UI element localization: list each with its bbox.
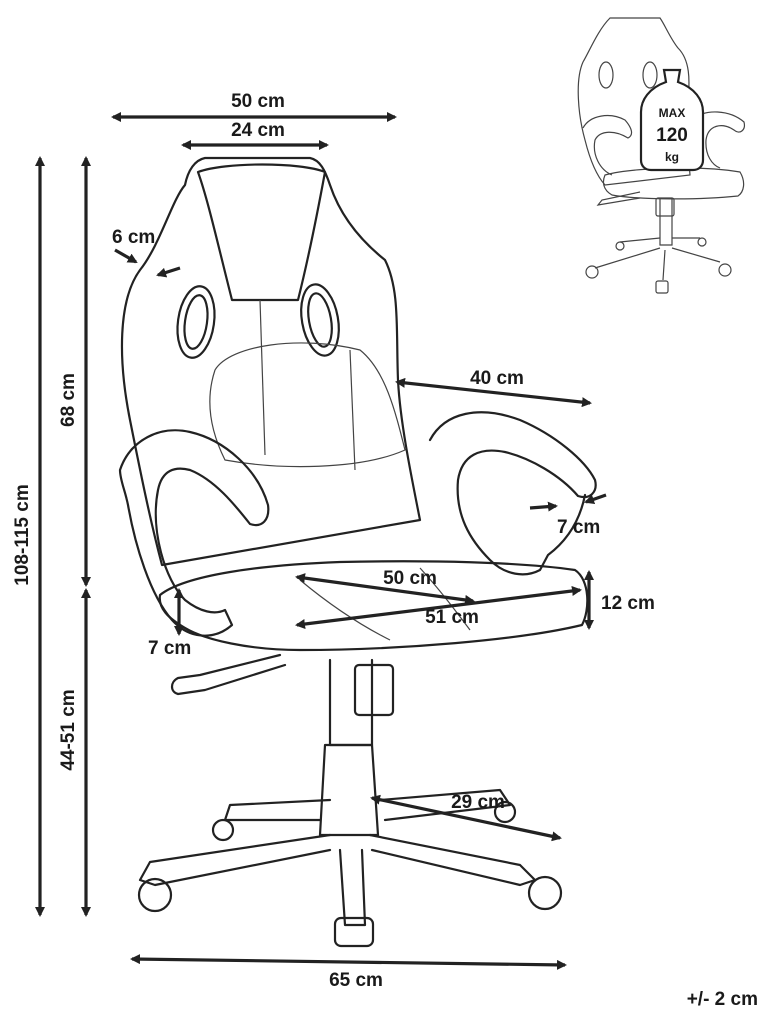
gas-cylinder [318,743,380,837]
dimension-labels: 50 cm 24 cm 6 cm 108-115 cm 68 cm 44-51 … [12,91,758,1010]
max-load-badge [639,68,705,172]
dim-line-armrest-width-a [529,501,558,512]
thumbnail-lever [596,191,641,206]
chair-drawing [118,156,597,948]
thumbnail-backrest [577,17,691,186]
dim-line-armrest-width-b [584,493,607,505]
headrest-panel [196,163,327,302]
seat-cushion [158,560,589,652]
label-base-width: 65 cm [329,970,383,991]
armrest-right [428,411,597,576]
dim-line-base-leg [370,794,562,842]
thumbnail-armrest-right [691,111,745,169]
max-load-value: 120 [656,125,688,146]
label-armrest-gap: 7 cm [148,638,191,659]
label-backrest-height: 68 cm [58,373,79,427]
shoulder-hole-right-inner [307,292,333,348]
caster-front-right [527,875,563,911]
gas-cylinder-top [353,663,395,717]
shoulder-hole-left [176,285,216,359]
caster-back-left [211,818,235,842]
dim-line-bolster-b [156,266,181,278]
label-seat-height: 44-51 cm [58,689,79,770]
lumbar-panel [209,342,406,468]
dim-line-bolster-a [114,248,138,264]
thumbnail-cylinder [659,198,673,246]
label-tolerance: +/- 2 cm [687,989,758,1010]
thumbnail-armrest-left [582,114,633,176]
label-top-width: 50 cm [231,91,285,112]
label-seat-thickness: 12 cm [601,593,655,614]
dimension-lines [35,112,607,970]
caster-front-center [333,916,375,948]
label-armrest-width: 7 cm [557,517,600,538]
shoulder-hole-right [300,283,340,357]
caster-front-left [137,877,173,913]
dim-line-armrest-length [395,377,592,408]
label-base-leg: 29 cm [451,792,505,813]
max-load-unit: kg [665,150,679,164]
max-load-label: MAX [659,106,686,120]
label-overall-height: 108-115 cm [12,484,33,585]
label-side-bolster: 6 cm [112,227,155,248]
label-seat-depth: 51 cm [425,607,479,628]
dim-line-seat-depth [295,586,582,629]
dim-line-base-width [130,954,567,970]
label-armrest-length: 40 cm [470,368,524,389]
armrest-left [118,429,270,637]
label-headrest-width: 24 cm [231,120,285,141]
thumbnail-base [594,237,721,281]
height-lever [170,653,287,696]
label-seat-width: 50 cm [383,568,437,589]
shoulder-hole-left-inner [183,294,209,350]
load-thumbnail: MAX 120 kg [577,17,745,294]
thumbnail-seat [602,167,745,200]
backrest-outline [120,156,422,567]
